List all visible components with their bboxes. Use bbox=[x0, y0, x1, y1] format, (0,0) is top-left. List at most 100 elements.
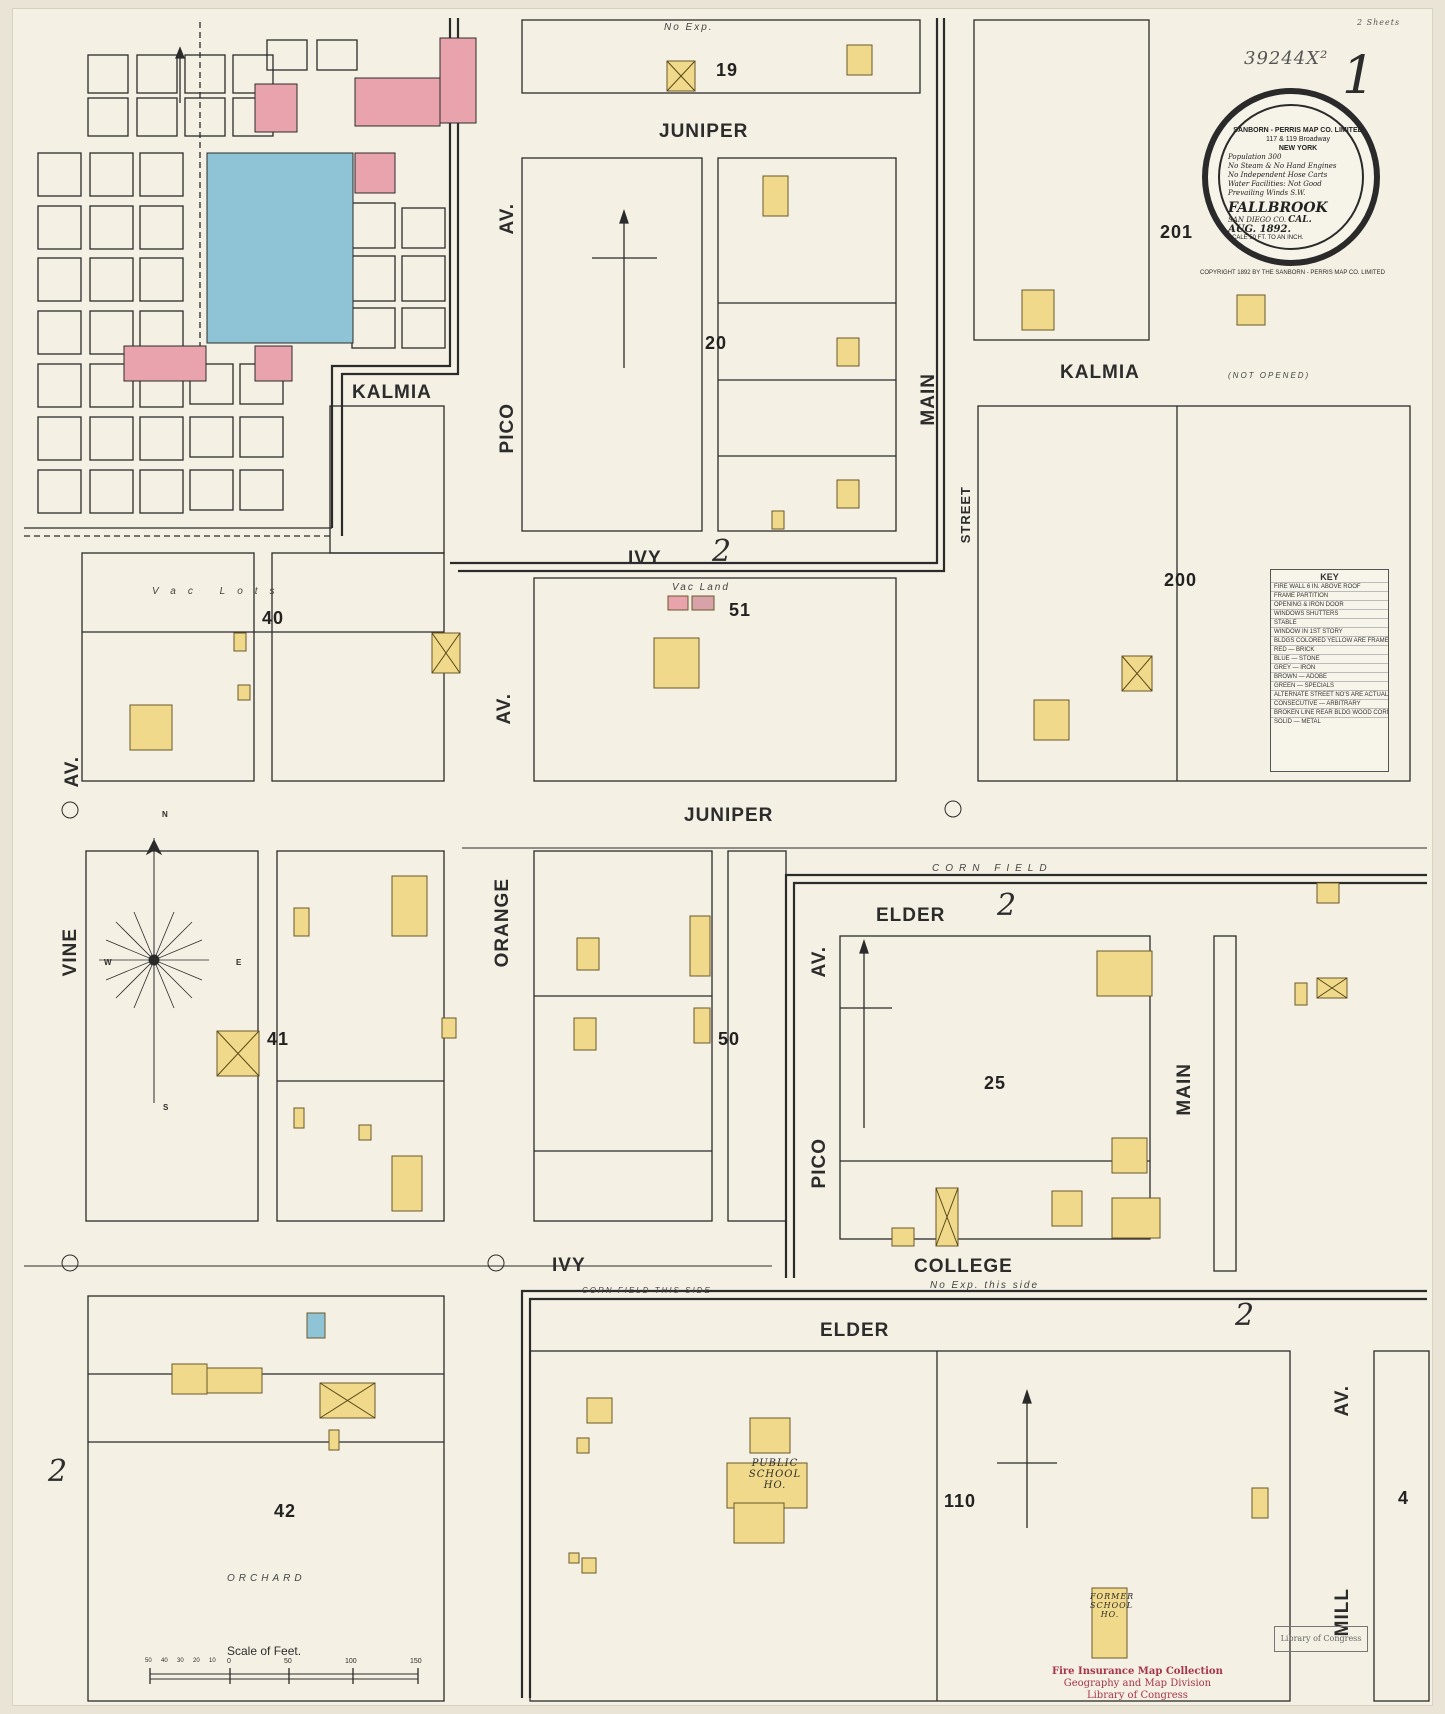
scale-title: Scale of Feet. bbox=[227, 1644, 302, 1658]
label-former-school: FORMER SCHOOL HO. bbox=[1090, 1592, 1135, 1619]
seal-state: CAL. bbox=[1288, 215, 1312, 225]
scale-tick: 50 bbox=[145, 1658, 152, 1664]
key-row: CONSECUTIVE — ARBITRARY bbox=[1271, 699, 1388, 708]
stamp-division: Geography and Map Division bbox=[1063, 1678, 1212, 1689]
seal-county: SAN DIEGO CO. bbox=[1228, 216, 1287, 224]
seal-population: Population 300 bbox=[1228, 153, 1282, 161]
seal-town: FALLBROOK bbox=[1228, 200, 1328, 216]
street-juniper-1: JUNIPER bbox=[659, 121, 749, 142]
block-40: 40 bbox=[262, 608, 285, 628]
sheet-ref-1: 2 bbox=[712, 534, 733, 569]
key-row: BROWN — ADOBE bbox=[1271, 672, 1388, 681]
key-row: RED — BRICK bbox=[1271, 645, 1388, 654]
key-row: GREEN — SPECIALS bbox=[1271, 681, 1388, 690]
key-title: KEY bbox=[1320, 572, 1339, 582]
seal-hose: No Independent Hose Carts bbox=[1228, 171, 1328, 179]
block-20: 20 bbox=[705, 333, 728, 353]
street-kalmia-1: KALMIA bbox=[352, 382, 432, 403]
street-elder-2: ELDER bbox=[820, 1320, 890, 1341]
key-row: STABLE bbox=[1271, 618, 1388, 627]
seal-copyright: COPYRIGHT 1892 BY THE SANBORN - PERRIS M… bbox=[1200, 270, 1385, 276]
key-row: WINDOWS SHUTTERS bbox=[1271, 609, 1388, 618]
scale-tick: 30 bbox=[177, 1658, 184, 1664]
seal-address: 117 & 119 Broadway bbox=[1266, 136, 1330, 143]
map-key: KEY FIRE WALL 6 IN. ABOVE ROOF FRAME PAR… bbox=[1270, 569, 1389, 772]
street-av-pico-1: AV. bbox=[497, 203, 518, 235]
key-row: BLDGS COLORED YELLOW ARE FRAME bbox=[1271, 636, 1388, 645]
block-42: 42 bbox=[274, 1501, 297, 1521]
block-25: 25 bbox=[984, 1073, 1007, 1093]
street-av-pico-2: AV. bbox=[809, 946, 830, 978]
scale-tick: 0 bbox=[227, 1658, 231, 1665]
scale-tick: 50 bbox=[284, 1658, 292, 1665]
note-orchard: ORCHARD bbox=[227, 1573, 306, 1584]
title-seal: SANBORN - PERRIS MAP CO. LIMITED 117 & 1… bbox=[1202, 88, 1380, 266]
street-elder-1: ELDER bbox=[876, 905, 946, 926]
key-row: SOLID — METAL bbox=[1271, 717, 1388, 726]
accession-number: 39244X² bbox=[1244, 48, 1329, 69]
key-row: BROKEN LINE REAR BLDG WOOD CORNICE bbox=[1271, 708, 1388, 717]
key-row: ALTERNATE STREET NO'S ARE ACTUAL bbox=[1271, 690, 1388, 699]
block-4: 4 bbox=[1398, 1488, 1410, 1508]
street-av-mill: AV. bbox=[1332, 1385, 1353, 1417]
street-av-mid: AV. bbox=[494, 693, 515, 725]
compass-s: S bbox=[163, 1103, 170, 1112]
note-no-exp-this-side: No Exp. this side bbox=[930, 1280, 1040, 1291]
street-juniper-2: JUNIPER bbox=[684, 805, 774, 826]
sheet-number: 1 bbox=[1342, 46, 1377, 106]
seal-publisher: SANBORN - PERRIS MAP CO. LIMITED bbox=[1233, 127, 1363, 134]
compass-w: W bbox=[104, 958, 113, 967]
note-no-exp: No Exp. bbox=[664, 22, 714, 33]
street-main-1: MAIN bbox=[918, 373, 939, 426]
block-50: 50 bbox=[718, 1029, 741, 1049]
block-201: 201 bbox=[1160, 222, 1194, 242]
street-main-2: MAIN bbox=[1174, 1063, 1195, 1116]
block-200: 200 bbox=[1164, 570, 1198, 590]
scale-tick: 40 bbox=[161, 1658, 168, 1664]
seal-water: Water Facilities: Not Good bbox=[1228, 180, 1322, 188]
street-pico-1: PICO bbox=[497, 403, 518, 454]
key-row: FRAME PARTITION bbox=[1271, 591, 1388, 600]
scale-tick: 150 bbox=[410, 1658, 422, 1665]
seal-city: NEW YORK bbox=[1278, 145, 1318, 152]
map-lines bbox=[24, 18, 1430, 1702]
block-110: 110 bbox=[944, 1491, 977, 1511]
street-kalmia-2: KALMIA bbox=[1060, 362, 1140, 383]
key-map-colored-blocks bbox=[123, 37, 477, 382]
block-41: 41 bbox=[267, 1029, 290, 1049]
key-row: GREY — IRON bbox=[1271, 663, 1388, 672]
seal-engines: No Steam & No Hand Engines bbox=[1228, 162, 1337, 170]
street-ivy-2: IVY bbox=[552, 1255, 586, 1276]
compass-e: E bbox=[236, 958, 243, 967]
compass-rose bbox=[99, 838, 209, 1103]
scale-tick: 100 bbox=[345, 1658, 357, 1665]
library-box-stamp: Library of Congress bbox=[1274, 1626, 1368, 1652]
stamp-collection: Fire Insurance Map Collection bbox=[1052, 1666, 1223, 1677]
stamp-box-text: Library of Congress bbox=[1280, 1634, 1362, 1643]
block-51: 51 bbox=[729, 600, 752, 620]
sheet-ref-3: 2 bbox=[1235, 1298, 1256, 1333]
street-pico-2: PICO bbox=[809, 1138, 830, 1189]
street-no-name: STREET bbox=[958, 486, 973, 544]
map-sheet: SANBORN - PERRIS MAP CO. LIMITED 117 & 1… bbox=[12, 8, 1433, 1706]
block-19: 19 bbox=[716, 60, 739, 80]
street-vine: VINE bbox=[60, 928, 81, 977]
note-vac-land: Vac Land bbox=[672, 582, 730, 593]
label-public-school: PUBLIC SCHOOL HO. bbox=[748, 1458, 802, 1491]
stamp-library: Library of Congress bbox=[1086, 1690, 1188, 1701]
seal-scale: SCALE 50 FT. TO AN INCH. bbox=[1228, 235, 1304, 241]
library-stamp: Fire Insurance Map Collection Geography … bbox=[1052, 1666, 1223, 1702]
scale-tick: 20 bbox=[193, 1658, 200, 1664]
sheet-count-note: 2 Sheets bbox=[1357, 18, 1401, 27]
street-ivy-1: IVY bbox=[628, 548, 662, 569]
seal-winds: Prevailing Winds S.W. bbox=[1228, 189, 1306, 197]
street-orange: ORANGE bbox=[492, 878, 513, 968]
street-av-left: AV. bbox=[62, 756, 83, 788]
note-corn-field-this-side: CORN FIELD THIS SIDE bbox=[582, 1286, 712, 1295]
note-vac-lots: Vac Lots bbox=[152, 586, 287, 597]
scale-tick: 10 bbox=[209, 1658, 216, 1664]
key-row: BLUE — STONE bbox=[1271, 654, 1388, 663]
note-not-opened: (NOT OPENED) bbox=[1228, 371, 1311, 380]
sheet-ref-4: 2 bbox=[48, 1454, 69, 1489]
note-corn-field: CORN FIELD bbox=[932, 863, 1053, 874]
